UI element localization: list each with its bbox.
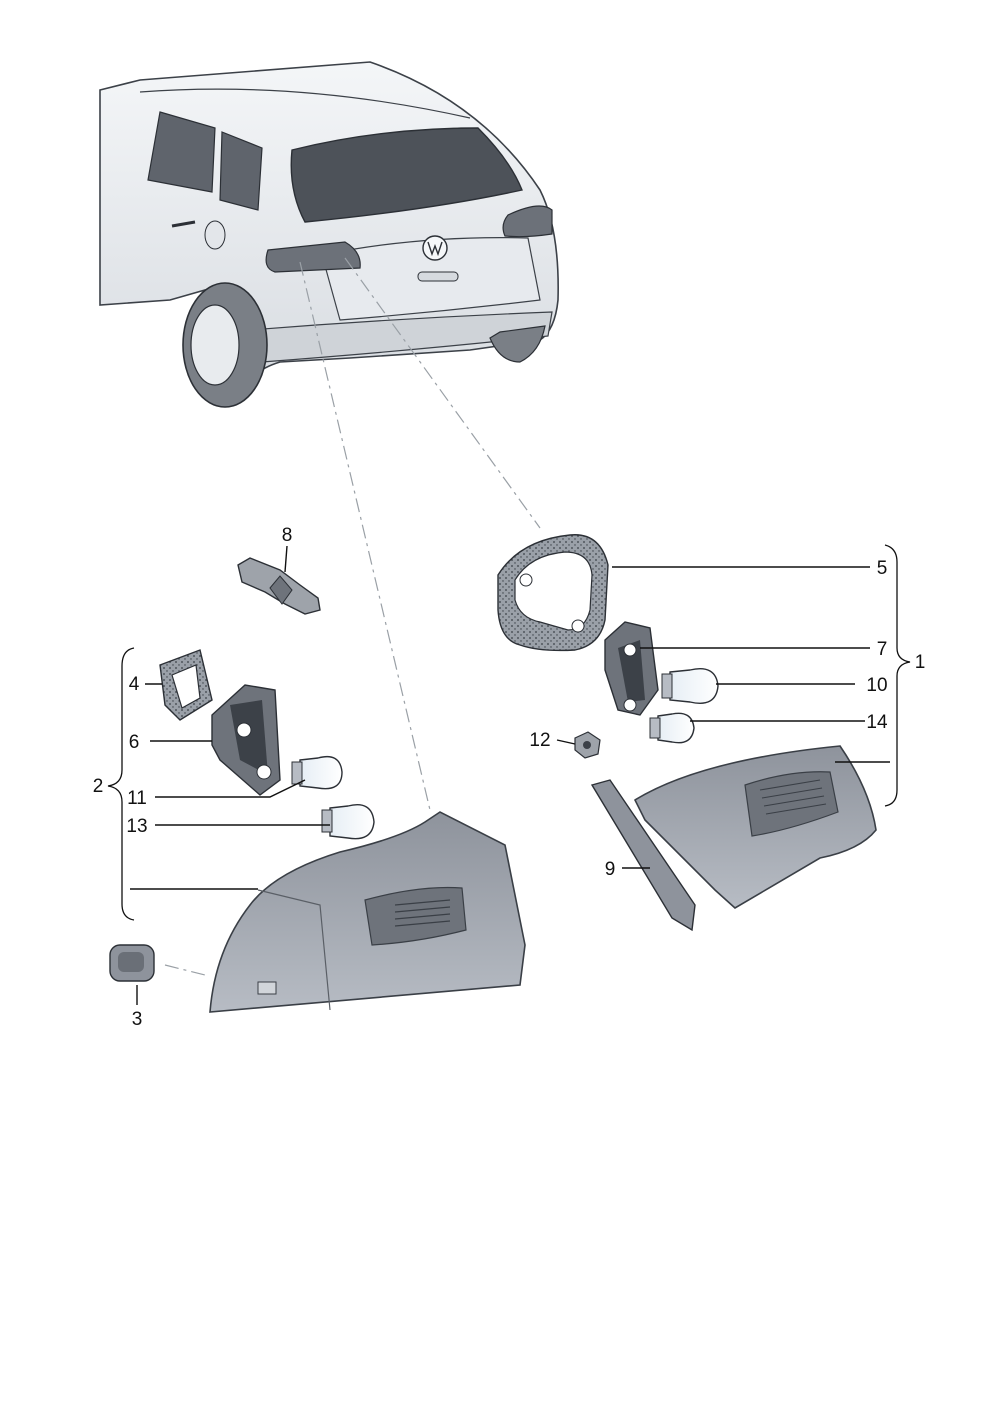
inner-tail-lamp [633,745,877,909]
callout-6: 6 [129,732,140,753]
bulb-14 [649,712,695,744]
callout-8: 8 [282,525,293,546]
callout-4: 4 [129,674,140,695]
callout-11: 11 [127,788,147,809]
bulb-holder-right [604,621,659,716]
callout-10: 10 [866,675,887,696]
cap-part [109,944,155,982]
vehicle-rear-view [99,61,559,408]
bulb-holder-left [211,684,281,796]
callout-5: 5 [877,558,888,579]
trim-strip [590,779,696,932]
large-gasket [497,534,609,652]
bolt-part [237,557,321,615]
nut-part [574,731,601,759]
callout-7: 7 [877,639,888,660]
callout-1: 1 [915,652,926,673]
callout-9: 9 [605,859,616,880]
bulb-13 [321,804,375,840]
leader-lines [130,545,890,1005]
group-braces [107,544,911,921]
bulb-11 [291,755,343,790]
callout-12: 12 [529,730,550,751]
callout-2: 2 [93,776,104,797]
reference-lines [164,257,541,976]
callout-13: 13 [126,816,147,837]
small-gasket [159,649,213,721]
callout-labels: 8 4 6 2 11 13 3 5 7 1 10 14 12 9 [93,525,926,1030]
callout-3: 3 [132,1009,143,1030]
bulb-10 [661,668,719,704]
callout-14: 14 [866,712,888,733]
outer-tail-lamp [209,811,526,1013]
